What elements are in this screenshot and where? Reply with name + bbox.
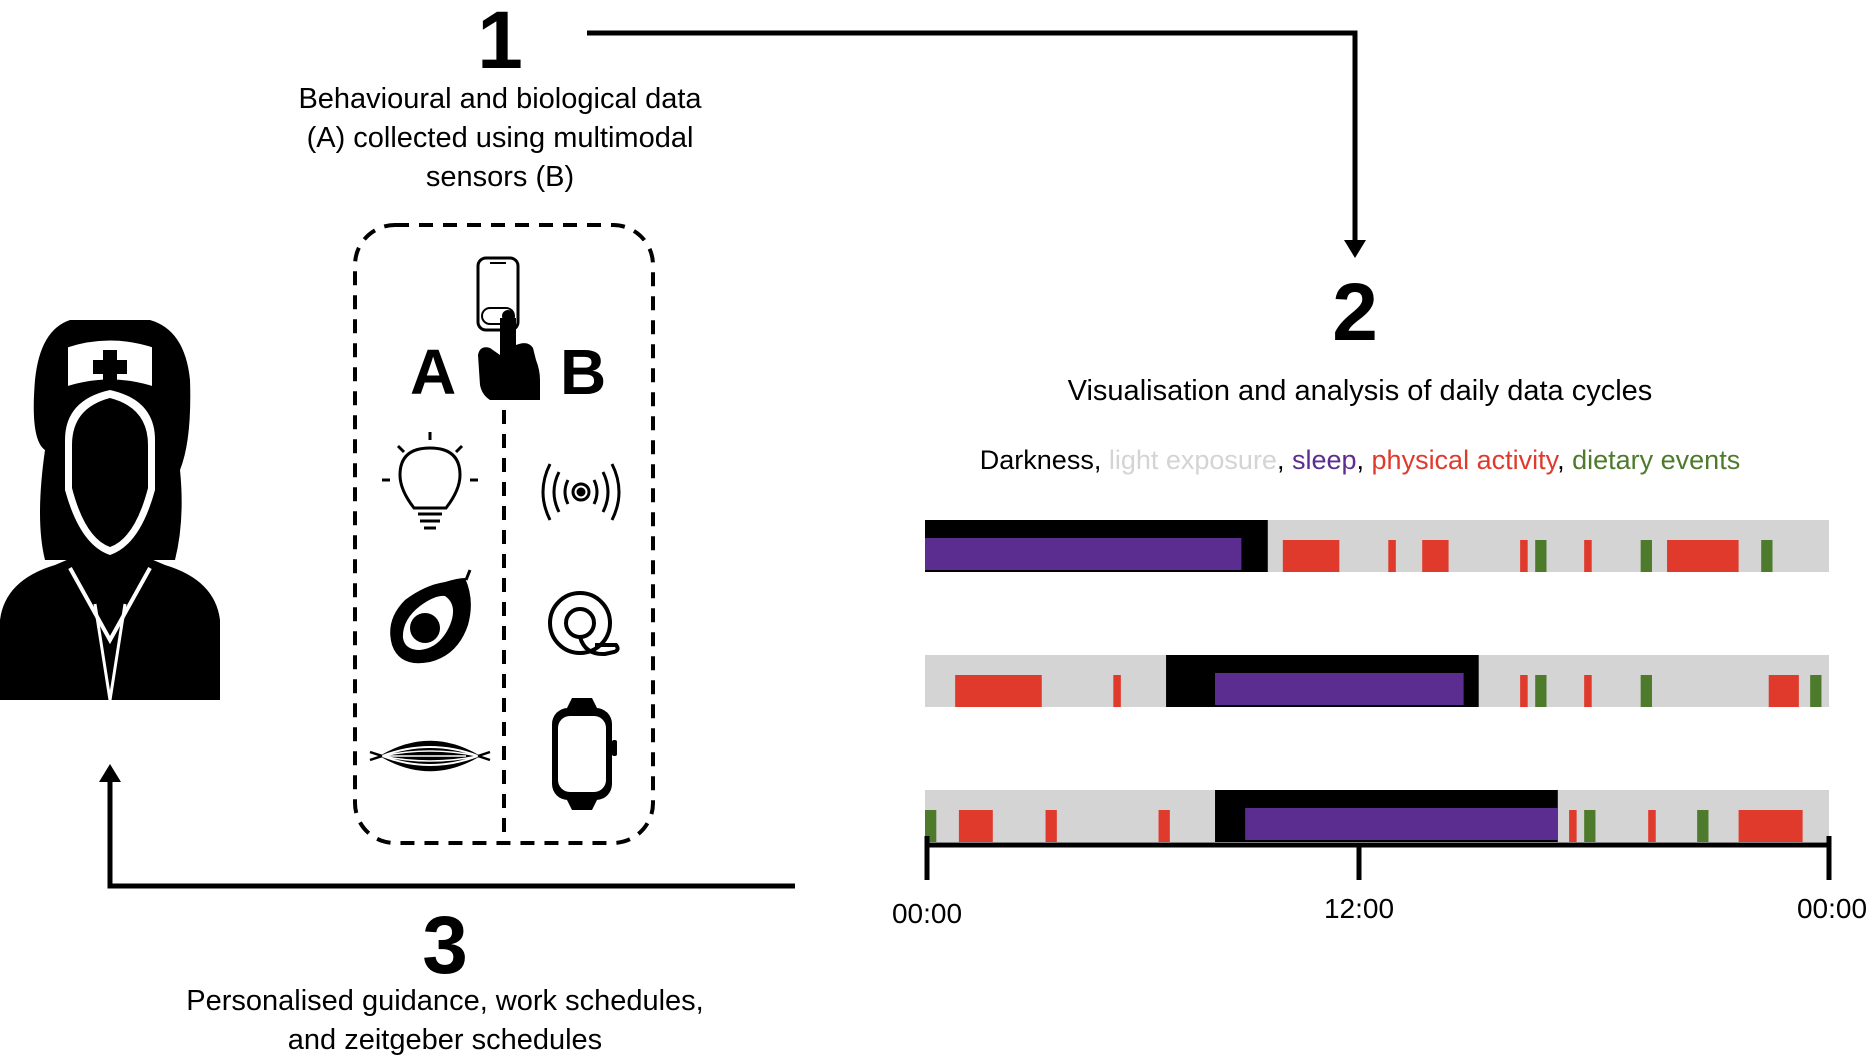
activity-bar	[955, 675, 1042, 707]
legend-dietary-events: dietary events	[1572, 445, 1741, 475]
step-1-number: 1	[477, 0, 523, 86]
wireless-signal-icon	[541, 463, 621, 521]
timeline-chart	[925, 520, 1829, 842]
avocado-icon	[390, 569, 472, 664]
arrow-1-to-2	[587, 30, 1366, 258]
activity-bar	[1422, 540, 1449, 572]
step-2-title: Visualisation and analysis of daily data…	[1067, 375, 1653, 407]
activity-bar	[1520, 675, 1528, 707]
legend-physical-activity: physical activity	[1371, 445, 1558, 475]
step-1-caption-line: sensors (B)	[425, 161, 575, 193]
activity-bar	[1648, 810, 1656, 842]
activity-bar	[1569, 810, 1577, 842]
activity-bar	[1045, 810, 1057, 842]
x-tick-label: 00:00	[891, 898, 963, 929]
activity-bar	[1584, 540, 1592, 572]
legend-darkness: Darkness	[979, 445, 1094, 475]
legend-light-exposure: light exposure	[1108, 445, 1277, 475]
arrow-3-to-nurse	[99, 764, 795, 889]
activity-bar	[1282, 540, 1340, 572]
activity-bar	[1584, 675, 1592, 707]
sleep-bar	[1245, 808, 1558, 840]
diet-bar	[1584, 810, 1596, 842]
activity-bar	[1113, 675, 1121, 707]
muscle-icon	[369, 740, 491, 772]
sleep-bar	[925, 538, 1242, 570]
step-3-caption-line: Personalised guidance, work schedules,	[186, 985, 704, 1017]
step-1-caption-line: Behavioural and biological data	[298, 83, 702, 115]
step-3-caption: Personalised guidance, work schedules, a…	[145, 982, 745, 1060]
diet-bar	[1810, 675, 1822, 707]
continuous-glucose-monitor-icon	[548, 591, 620, 657]
nurse-icon	[0, 320, 220, 701]
step-3-caption-line: and zeitgeber schedules	[287, 1024, 603, 1056]
diet-bar	[1697, 810, 1709, 842]
legend-sleep: sleep	[1291, 445, 1357, 475]
light-bulb-icon	[382, 432, 478, 530]
x-tick-label: 12:00	[1323, 893, 1395, 924]
sensor-label-a: A	[410, 336, 457, 408]
activity-bar	[1388, 540, 1396, 572]
diet-bar	[1761, 540, 1773, 572]
step-3-number: 3	[422, 900, 468, 991]
activity-bar	[1520, 540, 1528, 572]
diet-bar	[1640, 540, 1652, 572]
diet-bar	[1640, 675, 1652, 707]
diet-bar	[1535, 540, 1547, 572]
diet-bar	[1535, 675, 1547, 707]
step-1-caption-line: (A) collected using multimodal	[306, 122, 694, 154]
timeline-axis	[924, 836, 1832, 880]
step-1-caption: Behavioural and biological data (A) coll…	[250, 80, 750, 197]
diet-bar	[925, 810, 937, 842]
step-2-number: 2	[1332, 267, 1378, 358]
chart-legend: Darkness, light exposure, sleep, physica…	[979, 445, 1741, 475]
smartphone-tap-icon	[476, 256, 540, 400]
sleep-bar	[1215, 673, 1464, 705]
sensor-box	[353, 223, 655, 845]
sensor-label-b: B	[560, 336, 607, 408]
x-tick-label: 00:00	[1796, 893, 1868, 924]
activity-bar	[1158, 810, 1170, 842]
activity-bar	[958, 810, 993, 842]
activity-bar	[1738, 810, 1803, 842]
activity-bar	[1768, 675, 1799, 707]
smartwatch-icon	[552, 698, 617, 810]
activity-bar	[1667, 540, 1739, 572]
